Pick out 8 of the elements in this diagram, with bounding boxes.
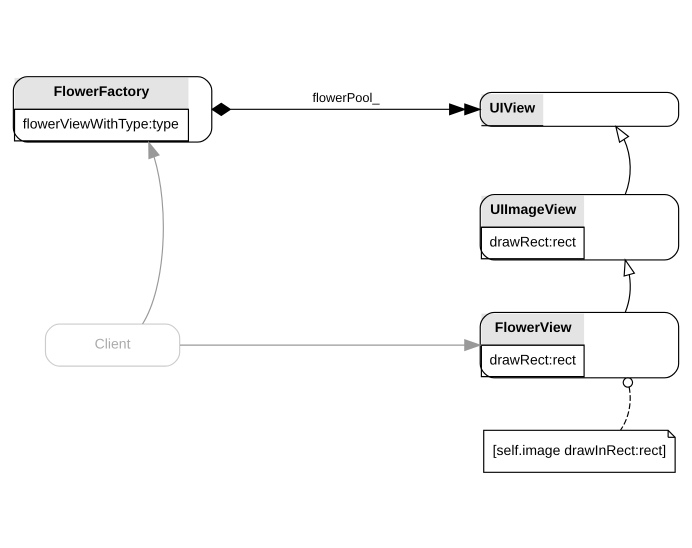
arrow: [211, 102, 482, 116]
edge-label: flowerPool_: [312, 90, 380, 105]
arrow: [624, 258, 636, 312]
arrow: [180, 338, 482, 351]
node-box: Client: [44, 323, 180, 366]
connector: [620, 376, 634, 430]
arrow: [142, 140, 164, 324]
arrow: [614, 124, 631, 194]
